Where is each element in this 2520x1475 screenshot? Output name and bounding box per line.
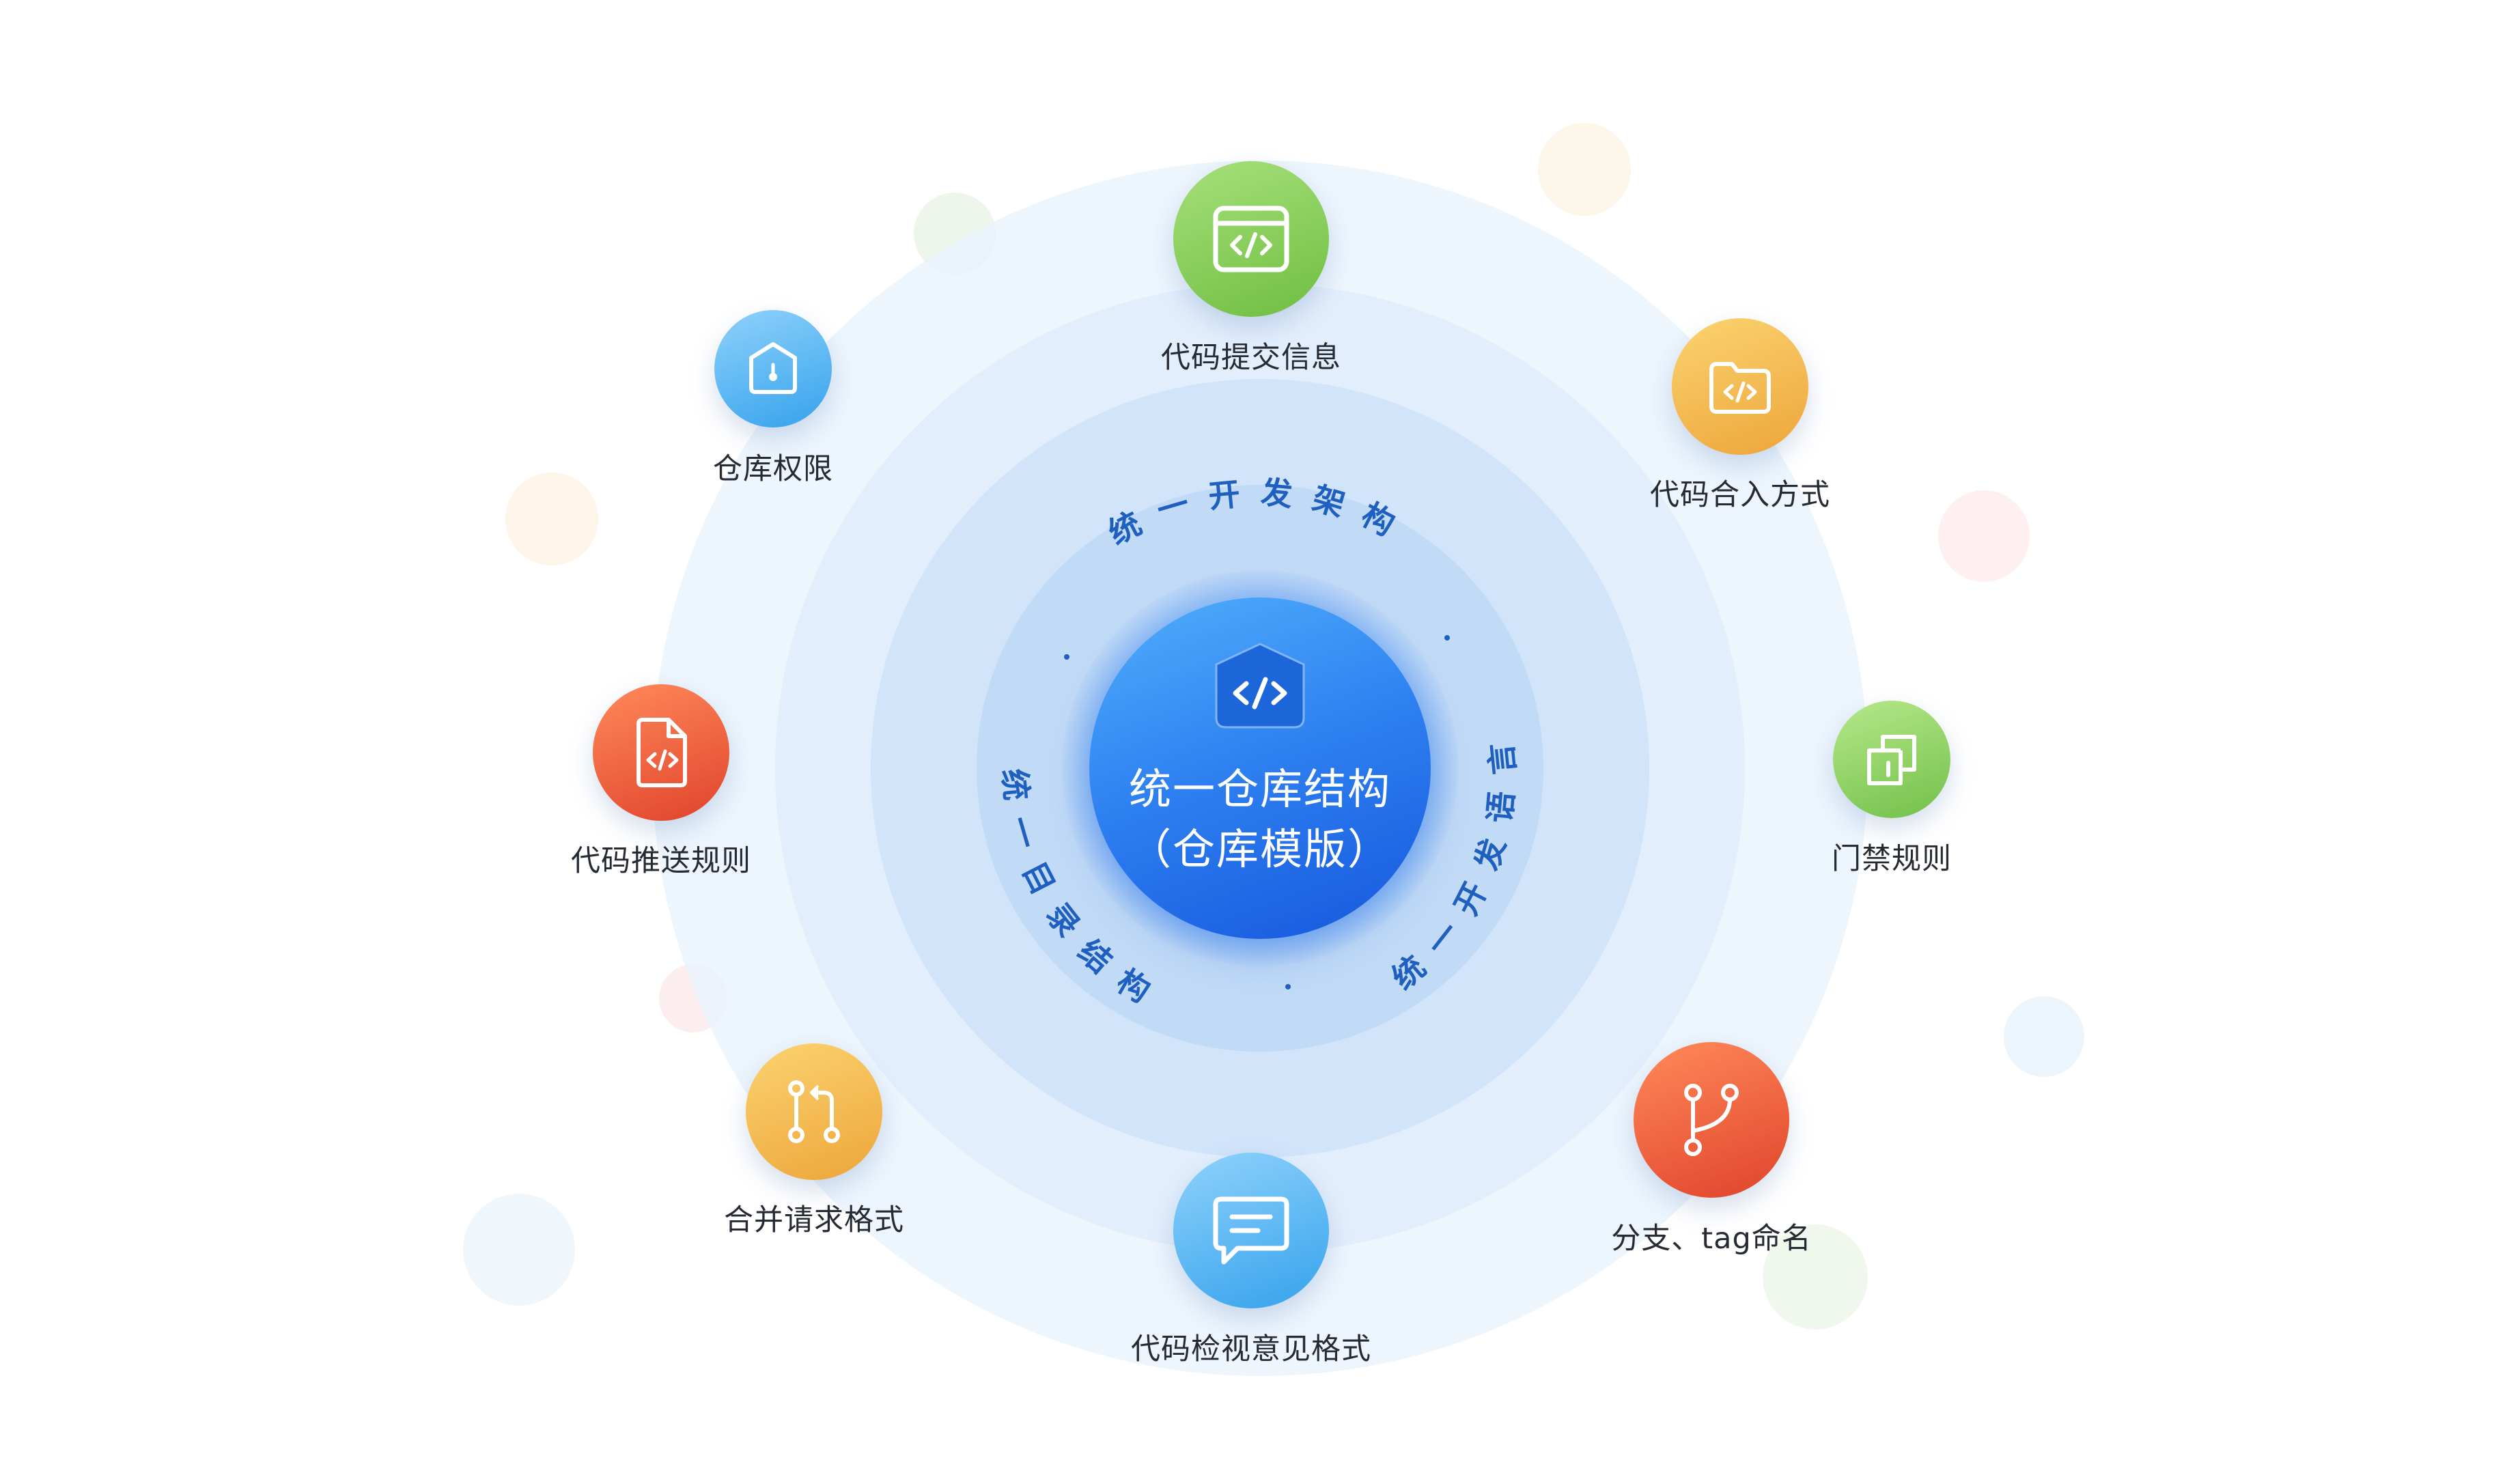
pull-request-icon <box>788 1080 840 1143</box>
node-label-repo-permissions: 仓库权限 <box>713 452 833 486</box>
decor-bubble-pink <box>1938 490 2030 582</box>
node-gate-rules[interactable] <box>1833 701 1950 818</box>
node-review-comment-format[interactable] <box>1173 1153 1329 1308</box>
code-file-icon <box>636 718 687 787</box>
decor-bubble-mint <box>1763 1224 1868 1330</box>
decor-bubble-blue <box>463 1194 575 1306</box>
node-merge-method[interactable] <box>1672 318 1808 455</box>
node-commit-message[interactable] <box>1173 161 1329 317</box>
node-repo-permissions[interactable] <box>714 310 832 427</box>
center-title: 统一仓库结构 <box>1128 764 1392 814</box>
node-label-commit-message: 代码提交信息 <box>1161 341 1341 375</box>
gate-icon <box>1867 735 1916 785</box>
node-label-branch-naming: 分支、tag命名 <box>1611 1222 1812 1256</box>
code-folder-icon <box>1709 362 1771 414</box>
node-push-rules[interactable] <box>593 684 729 821</box>
node-branch-naming[interactable] <box>1634 1042 1789 1198</box>
code-window-icon <box>1213 206 1289 272</box>
lock-icon <box>749 342 797 394</box>
decor-bubble-yellow <box>505 473 598 565</box>
center-subtitle: （仓库模版） <box>1128 824 1392 874</box>
node-label-review-comment-format: 代码检视意见格式 <box>1131 1332 1371 1366</box>
decor-bubble-sky <box>2004 996 2084 1077</box>
node-label-push-rules: 代码推送规则 <box>571 844 751 878</box>
node-label-gate-rules: 门禁规则 <box>1832 842 1952 876</box>
node-label-merge-method: 代码合入方式 <box>1650 478 1830 512</box>
node-merge-request-format[interactable] <box>746 1043 882 1180</box>
node-label-merge-request-format: 合并请求格式 <box>724 1203 904 1237</box>
branch-icon <box>1684 1084 1739 1156</box>
code-icon <box>1215 643 1305 729</box>
decor-bubble-cream <box>1538 123 1631 216</box>
comment-icon <box>1213 1196 1289 1265</box>
